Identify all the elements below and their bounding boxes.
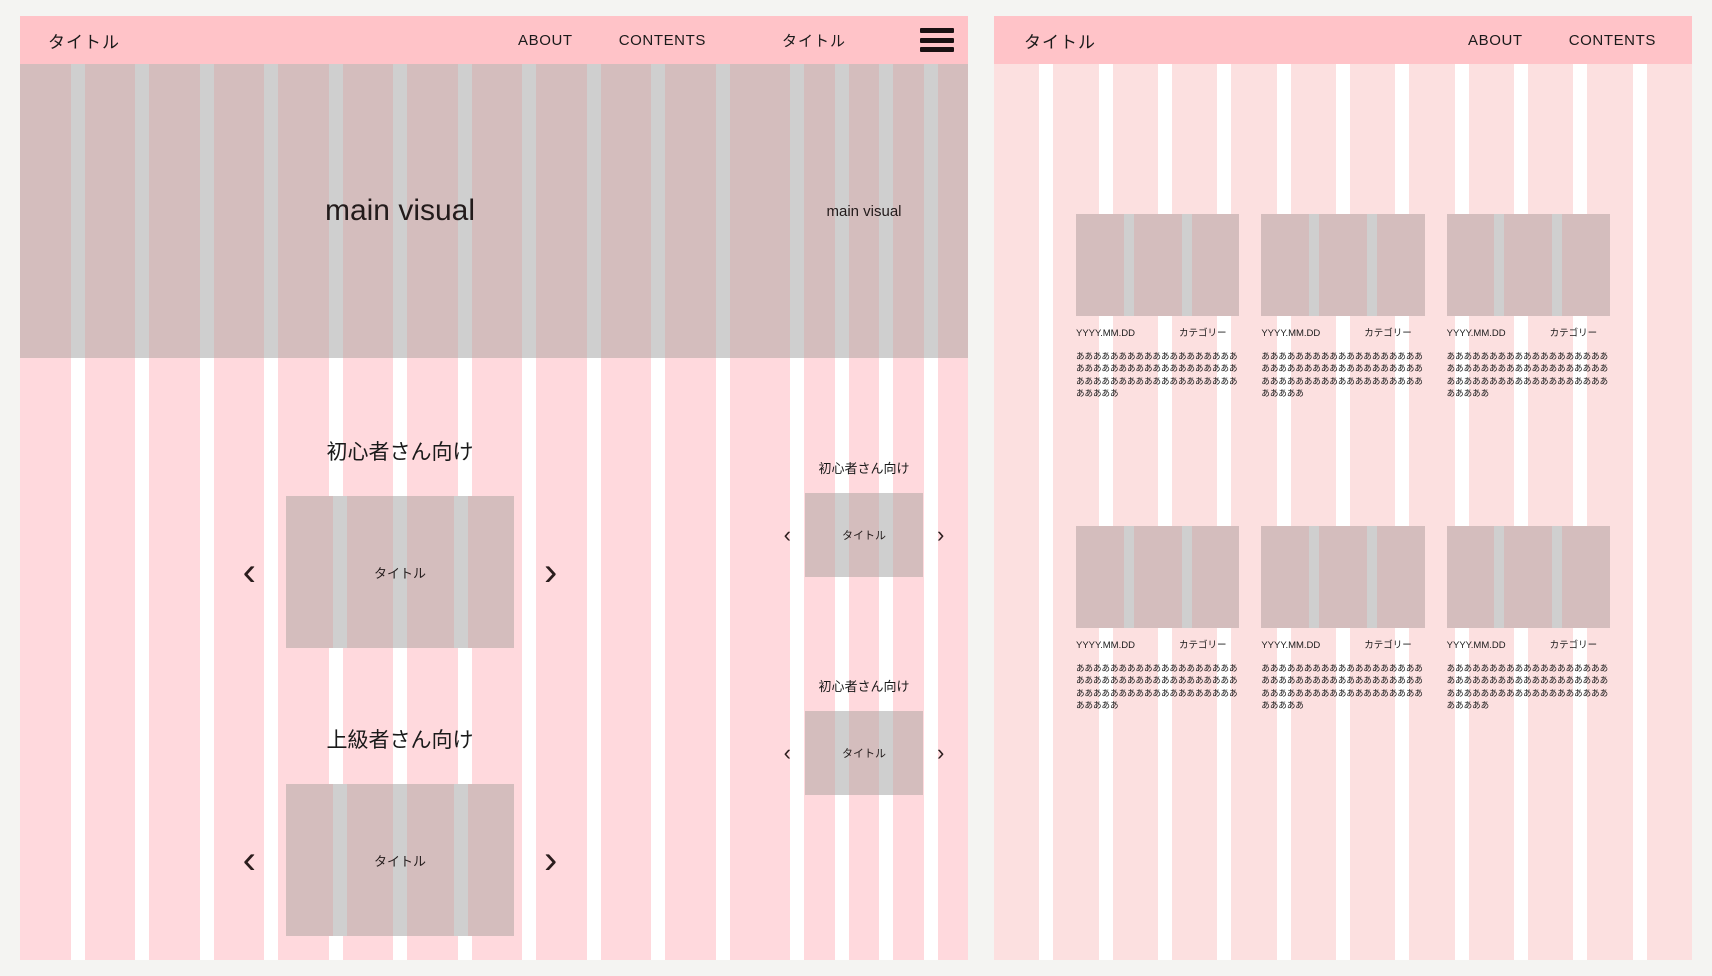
- card-thumbnail: [1446, 526, 1610, 628]
- mobile-slide-label: タイトル: [842, 530, 886, 542]
- desktop-slide-label: タイトル: [373, 565, 426, 581]
- thumbnail-grid-tint: [1076, 214, 1240, 316]
- card-meta-row: YYYY.MM.DD カテゴリー: [1076, 325, 1239, 339]
- desktop-preview-panel: タイトル ABOUT CONTENTS main visual: [20, 16, 780, 960]
- mobile-carousel-two: ‹ タイトル ›: [760, 711, 968, 795]
- thumbnail-grid-tint: [1261, 526, 1425, 628]
- mobile-carousel-one: ‹ タイトル ›: [760, 493, 968, 577]
- card-excerpt: ああああああああああああああああああああああああああああああああああああああああ…: [1446, 663, 1609, 710]
- card-date: YYYY.MM.DD: [1446, 640, 1506, 651]
- carousel-prev-arrow-icon[interactable]: ‹: [783, 740, 791, 765]
- mobile-section-two-title: 初心者さん向け: [818, 679, 910, 694]
- mobile-section-one: 初心者さん向け ‹ タイトル ›: [760, 458, 968, 577]
- mobile-section-one-title: 初心者さん向け: [818, 461, 910, 476]
- desktop-nav-about[interactable]: ABOUT: [518, 31, 573, 49]
- card-category[interactable]: カテゴリー: [1549, 328, 1598, 339]
- desktop-main-visual-label: main visual: [324, 194, 476, 227]
- desktop-header-bar: タイトル ABOUT CONTENTS: [20, 16, 780, 64]
- content-card[interactable]: YYYY.MM.DD カテゴリー あああああああああああああああああああああああ…: [1076, 526, 1240, 711]
- card-category[interactable]: カテゴリー: [1364, 328, 1412, 339]
- carousel-next-arrow-icon[interactable]: ›: [937, 740, 945, 765]
- content-card[interactable]: YYYY.MM.DD カテゴリー あああああああああああああああああああああああ…: [1446, 214, 1610, 399]
- thumbnail-grid-tint: [1076, 526, 1240, 628]
- thumbnail-grid-tint: [1446, 526, 1610, 628]
- desktop-main-visual[interactable]: main visual: [20, 64, 780, 358]
- grid-overlay-contents: [994, 16, 1692, 960]
- contents-card-grid-row-2: YYYY.MM.DD カテゴリー あああああああああああああああああああああああ…: [994, 526, 1692, 711]
- carousel-prev-arrow-icon[interactable]: ‹: [242, 550, 256, 594]
- mobile-preview-panel: タイトル main visual 初心者さん向け ‹: [760, 16, 968, 960]
- card-thumbnail: [1446, 214, 1610, 316]
- contents-preview-panel: タイトル ABOUT CONTENTS YYYY.MM.DD: [994, 16, 1692, 960]
- card-excerpt: ああああああああああああああああああああああああああああああああああああああああ…: [1261, 663, 1423, 710]
- card-meta-row: YYYY.MM.DD カテゴリー: [1447, 325, 1610, 339]
- mobile-section-two: 初心者さん向け ‹ タイトル ›: [760, 676, 968, 795]
- card-meta-row: YYYY.MM.DD カテゴリー: [1447, 637, 1610, 651]
- card-thumbnail: [1261, 214, 1425, 316]
- card-date: YYYY.MM.DD: [1076, 328, 1135, 339]
- content-card[interactable]: YYYY.MM.DD カテゴリー あああああああああああああああああああああああ…: [1261, 214, 1425, 399]
- content-card[interactable]: YYYY.MM.DD カテゴリー あああああああああああああああああああああああ…: [1446, 526, 1610, 711]
- desktop-carousel-advanced: ‹ タイトル ›: [20, 784, 780, 936]
- content-card[interactable]: YYYY.MM.DD カテゴリー あああああああああああああああああああああああ…: [1261, 526, 1425, 711]
- contents-nav-contents[interactable]: CONTENTS: [1568, 31, 1656, 49]
- carousel-prev-arrow-icon[interactable]: ‹: [242, 838, 256, 882]
- card-meta-row: YYYY.MM.DD カテゴリー: [1261, 637, 1424, 651]
- card-date: YYYY.MM.DD: [1076, 640, 1135, 651]
- carousel-prev-arrow-icon[interactable]: ‹: [783, 522, 791, 547]
- card-excerpt: ああああああああああああああああああああああああああああああああああああああああ…: [1076, 663, 1238, 710]
- card-date: YYYY.MM.DD: [1446, 328, 1506, 339]
- carousel-next-arrow-icon[interactable]: ›: [544, 550, 558, 594]
- content-card[interactable]: YYYY.MM.DD カテゴリー あああああああああああああああああああああああ…: [1076, 214, 1240, 399]
- card-category[interactable]: カテゴリー: [1178, 328, 1227, 339]
- card-meta-row: YYYY.MM.DD カテゴリー: [1076, 637, 1239, 651]
- contents-site-title[interactable]: タイトル: [1024, 32, 1096, 52]
- mobile-carousel-slide[interactable]: タイトル: [805, 493, 923, 577]
- mobile-carousel-slide[interactable]: タイトル: [805, 711, 923, 795]
- thumbnail-grid-tint: [1261, 214, 1425, 316]
- desktop-carousel-slide[interactable]: タイトル: [286, 496, 514, 648]
- hamburger-icon[interactable]: [920, 28, 954, 52]
- mobile-main-visual-label: main visual: [826, 202, 902, 220]
- desktop-slide-label: タイトル: [373, 853, 426, 869]
- desktop-section-beginner-title: 初心者さん向け: [326, 441, 474, 464]
- desktop-carousel-slide[interactable]: タイトル: [286, 784, 514, 936]
- contents-header-bar: タイトル ABOUT CONTENTS: [994, 16, 1692, 64]
- card-category[interactable]: カテゴリー: [1549, 640, 1598, 651]
- card-date: YYYY.MM.DD: [1261, 328, 1321, 339]
- contents-card-grid-row-1: YYYY.MM.DD カテゴリー あああああああああああああああああああああああ…: [994, 214, 1692, 399]
- contents-nav-about[interactable]: ABOUT: [1468, 31, 1523, 49]
- card-thumbnail: [1076, 214, 1240, 316]
- thumbnail-grid-tint: [1446, 214, 1610, 316]
- mobile-site-title[interactable]: タイトル: [782, 32, 847, 50]
- card-meta-row: YYYY.MM.DD カテゴリー: [1261, 325, 1424, 339]
- desktop-section-advanced: 上級者さん向け ‹ タイトル ›: [20, 724, 780, 936]
- mobile-slide-label: タイトル: [842, 748, 886, 760]
- card-excerpt: ああああああああああああああああああああああああああああああああああああああああ…: [1076, 351, 1238, 398]
- desktop-carousel-beginner: ‹ タイトル ›: [20, 496, 780, 648]
- desktop-nav-contents[interactable]: CONTENTS: [618, 31, 706, 49]
- card-excerpt: ああああああああああああああああああああああああああああああああああああああああ…: [1446, 351, 1609, 398]
- carousel-next-arrow-icon[interactable]: ›: [544, 838, 558, 882]
- desktop-section-advanced-title: 上級者さん向け: [326, 729, 474, 752]
- card-category[interactable]: カテゴリー: [1178, 640, 1227, 651]
- carousel-next-arrow-icon[interactable]: ›: [937, 522, 945, 547]
- desktop-section-beginner: 初心者さん向け ‹ タイトル ›: [20, 436, 780, 648]
- card-thumbnail: [1261, 526, 1425, 628]
- card-excerpt: ああああああああああああああああああああああああああああああああああああああああ…: [1261, 351, 1423, 398]
- mobile-header-bar: タイトル: [760, 16, 968, 64]
- card-date: YYYY.MM.DD: [1261, 640, 1321, 651]
- desktop-site-title[interactable]: タイトル: [48, 32, 120, 52]
- card-category[interactable]: カテゴリー: [1364, 640, 1412, 651]
- card-thumbnail: [1076, 526, 1240, 628]
- mobile-main-visual[interactable]: main visual: [760, 64, 968, 358]
